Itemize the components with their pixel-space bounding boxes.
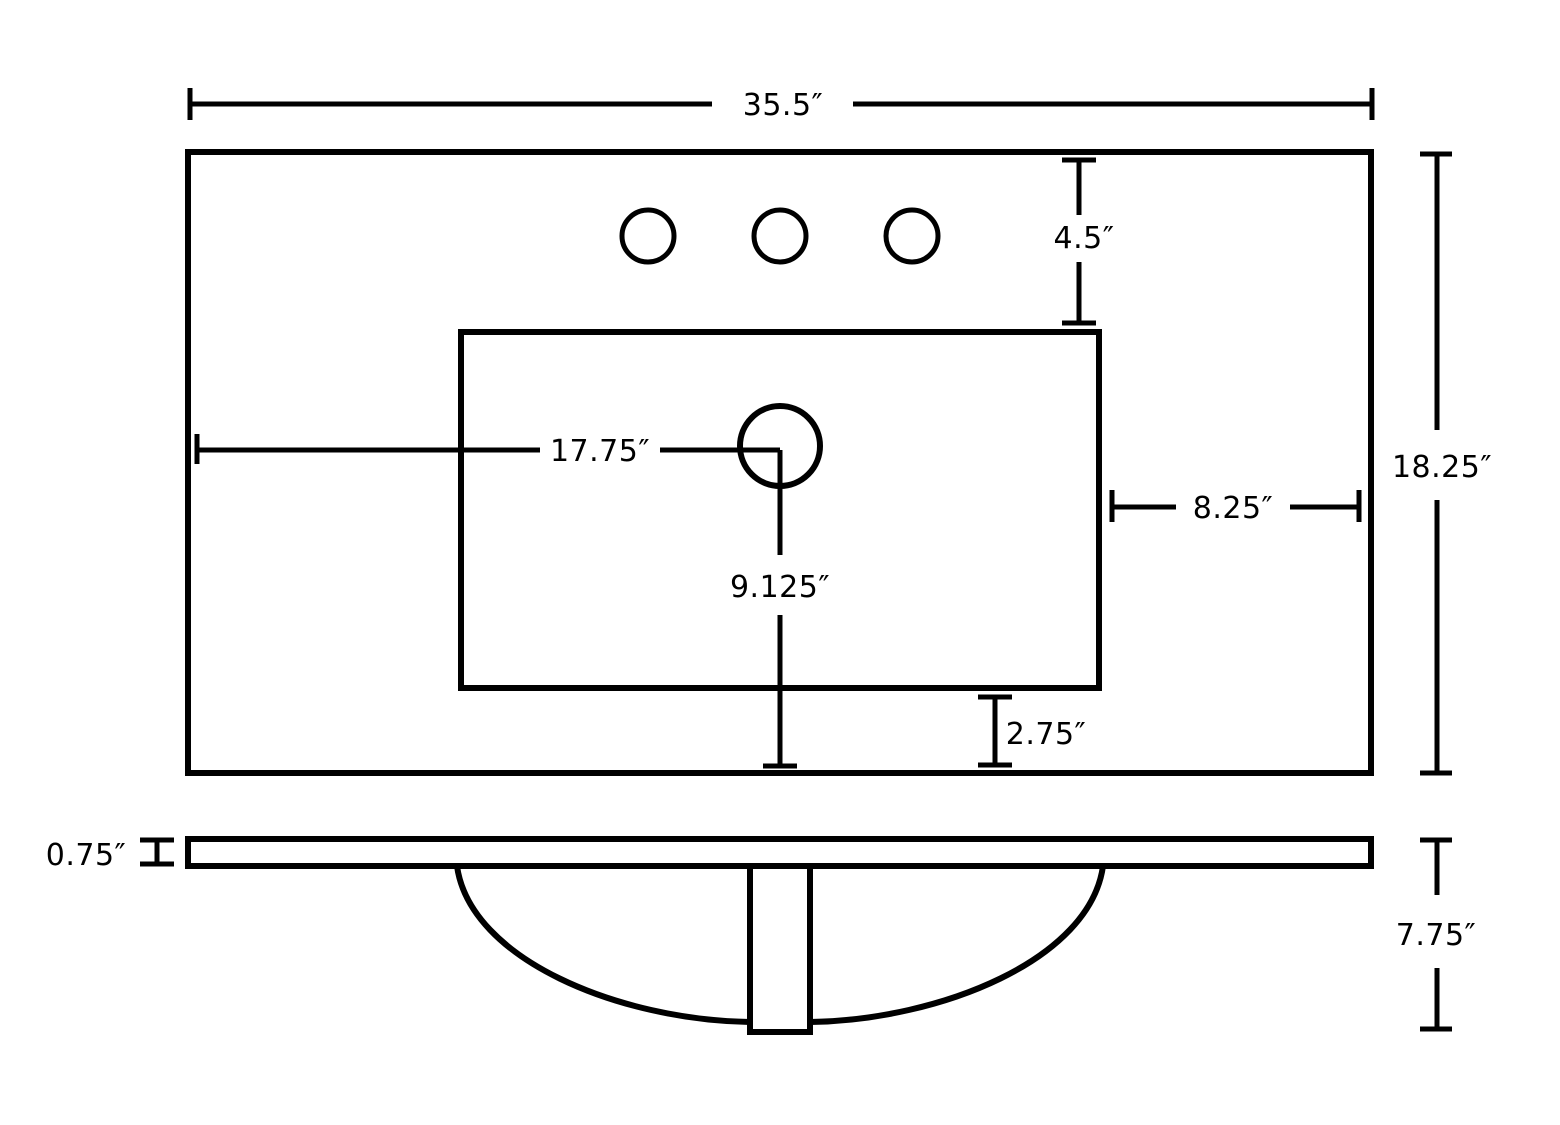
bowl-to-right-dimension: 8.25″ bbox=[1109, 490, 1362, 526]
drain-from-front-label: 9.125″ bbox=[730, 570, 830, 605]
countertop-thickness-dimension: 0.75″ bbox=[46, 837, 174, 873]
overall-width-label: 35.5″ bbox=[743, 88, 824, 123]
drain-from-left-dimension: 17.75″ bbox=[194, 434, 780, 469]
countertop-thickness-label: 0.75″ bbox=[46, 838, 127, 873]
faucet-hole-right bbox=[883, 207, 941, 265]
overall-depth-label: 18.25″ bbox=[1392, 450, 1492, 485]
overall-depth-dimension: 18.25″ bbox=[1392, 151, 1492, 776]
drain-from-left-label: 17.75″ bbox=[550, 434, 650, 469]
bowl-profile bbox=[454, 865, 1106, 1025]
bowl-to-front-dimension: 2.75″ bbox=[978, 694, 1087, 768]
overall-width-dimension: 35.5″ bbox=[187, 88, 1375, 123]
bowl-depth-dimension: 7.75″ bbox=[1396, 837, 1477, 1032]
countertop-slab-side bbox=[185, 836, 1374, 869]
faucet-hole-left bbox=[619, 207, 677, 265]
faucet-setback-dimension: 4.5″ bbox=[1054, 157, 1115, 326]
drain-from-front-dimension: 9.125″ bbox=[730, 450, 830, 769]
drain-pipe bbox=[747, 863, 813, 1035]
countertop-outline bbox=[185, 149, 1374, 776]
bowl-depth-label: 7.75″ bbox=[1396, 918, 1477, 953]
bowl-to-front-label: 2.75″ bbox=[1006, 717, 1087, 752]
faucet-setback-label: 4.5″ bbox=[1054, 221, 1115, 256]
bowl-to-right-label: 8.25″ bbox=[1193, 491, 1274, 526]
faucet-hole-center bbox=[751, 207, 809, 265]
